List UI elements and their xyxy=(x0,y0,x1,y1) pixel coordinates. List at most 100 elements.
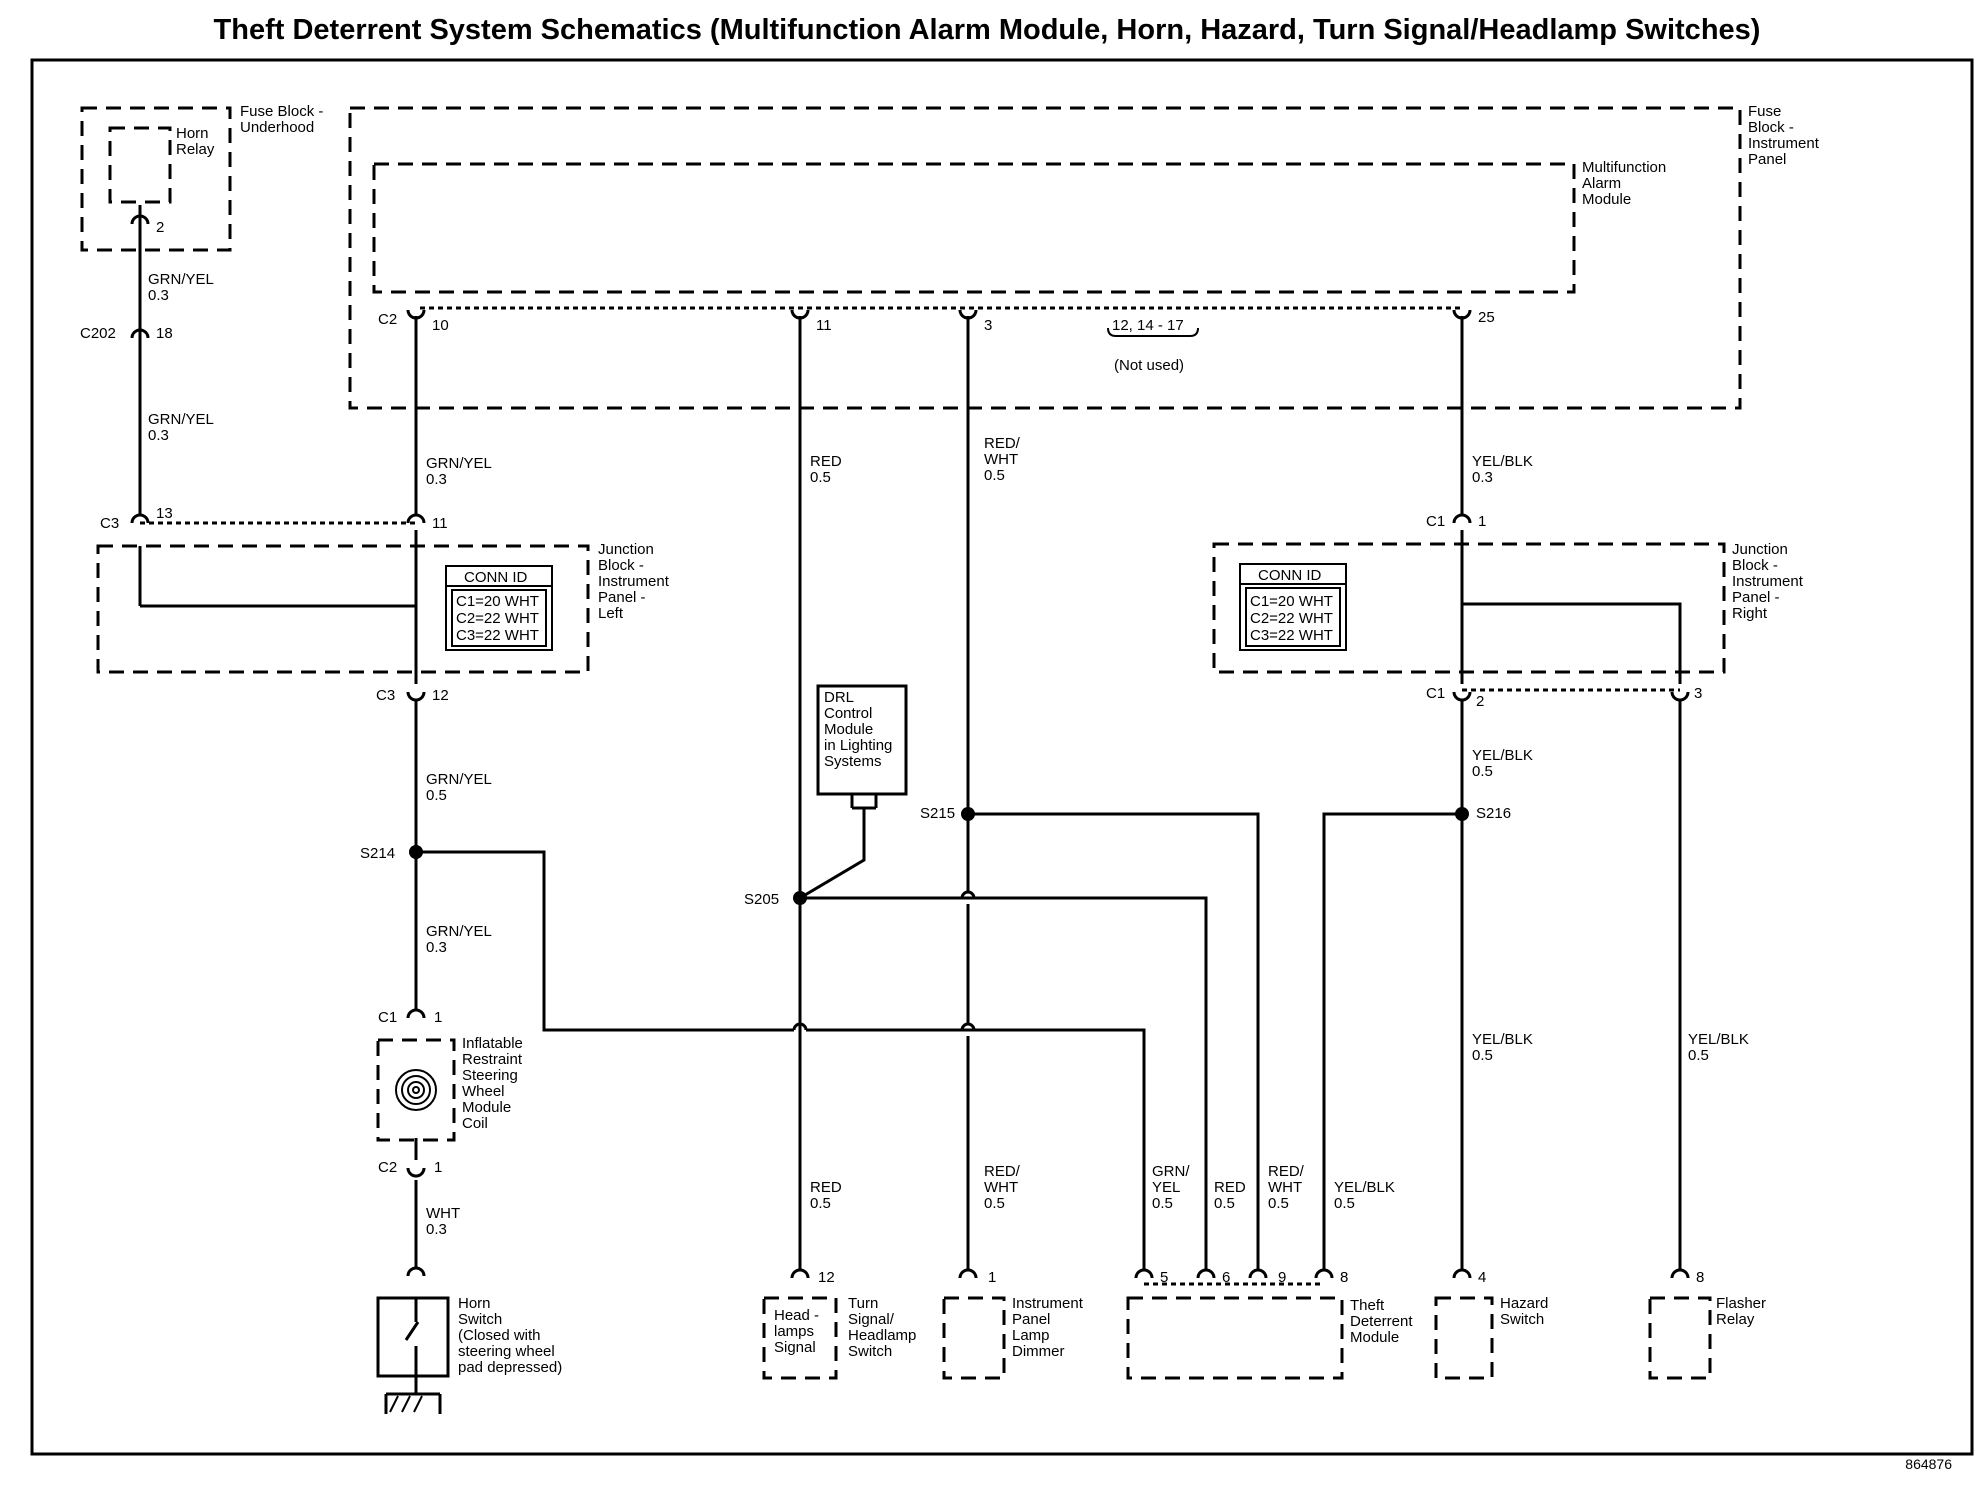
svg-text:12, 14 - 17: 12, 14 - 17 xyxy=(1112,317,1184,334)
junction-block-right-box xyxy=(1212,542,1726,674)
steering-wheel-coil-box xyxy=(376,1038,456,1142)
svg-text:6: 6 xyxy=(1222,1269,1230,1286)
svg-text:8: 8 xyxy=(1696,1269,1704,1286)
fuse-block-ip-box xyxy=(348,106,1742,410)
svg-text:4: 4 xyxy=(1478,1269,1486,1286)
svg-text:2: 2 xyxy=(156,219,164,236)
svg-text:C1: C1 xyxy=(1426,685,1445,702)
svg-text:3: 3 xyxy=(1694,685,1702,702)
svg-text:8: 8 xyxy=(1340,1269,1348,1286)
instrument-panel-dimmer-box xyxy=(942,1296,1006,1380)
svg-text:C202: C202 xyxy=(80,325,116,342)
hazard-switch-box xyxy=(1434,1296,1494,1380)
splice-labels: S214 S205 S215 S216 xyxy=(360,805,1511,908)
conn-id-right-text: CONN ID C1=20 WHT C2=22 WHT C3=22 WHT xyxy=(1250,567,1333,644)
svg-text:12: 12 xyxy=(432,687,449,704)
svg-text:CONN ID: CONN ID xyxy=(1258,567,1322,584)
pin-labels: 2 18 10 11 3 25 13 11 12 1 2 3 1 1 12 1 … xyxy=(156,219,1704,1286)
svg-text:9: 9 xyxy=(1278,1269,1286,1286)
svg-text:1: 1 xyxy=(1478,513,1486,530)
clockspring-coil-icon xyxy=(395,1069,437,1111)
turn-signal-switch-box xyxy=(762,1296,838,1380)
diagram-title: Theft Deterrent System Schematics (Multi… xyxy=(213,14,1761,46)
svg-text:C1=20 WHT: C1=20 WHT xyxy=(456,593,539,610)
svg-text:(Not used): (Not used) xyxy=(1114,357,1184,374)
svg-text:S205: S205 xyxy=(744,891,779,908)
horn-switch-box xyxy=(376,1296,450,1378)
svg-text:C3: C3 xyxy=(100,515,119,532)
junction-block-left-box xyxy=(96,544,590,674)
connector-terminals xyxy=(130,214,1690,1279)
svg-text:2: 2 xyxy=(1476,693,1484,710)
conn-id-table-left xyxy=(445,565,553,651)
svg-text:S214: S214 xyxy=(360,845,395,862)
conn-id-left-text: CONN ID C1=20 WHT C2=22 WHT C3=22 WHT xyxy=(456,569,539,644)
svg-text:C2: C2 xyxy=(378,1159,397,1176)
fuse-block-underhood-box xyxy=(80,106,232,252)
multifunction-alarm-module-box xyxy=(372,162,1576,294)
flasher-relay-box xyxy=(1648,1296,1712,1380)
svg-text:S216: S216 xyxy=(1476,805,1511,822)
svg-text:C2: C2 xyxy=(378,311,397,328)
svg-text:5: 5 xyxy=(1160,1269,1168,1286)
splice-s216 xyxy=(1455,807,1469,821)
splice-s215 xyxy=(961,807,975,821)
horn-relay-box xyxy=(108,126,172,204)
svg-text:C3=22 WHT: C3=22 WHT xyxy=(456,627,539,644)
theft-deterrent-module-box xyxy=(1126,1296,1344,1380)
horn-switch-contact-icon xyxy=(404,1298,420,1376)
svg-text:3: 3 xyxy=(984,317,992,334)
svg-text:18: 18 xyxy=(156,325,173,342)
svg-text:11: 11 xyxy=(432,515,448,532)
splice-s205 xyxy=(793,891,807,905)
svg-text:C1=20 WHT: C1=20 WHT xyxy=(1250,593,1333,610)
svg-text:C2=22 WHT: C2=22 WHT xyxy=(456,610,539,627)
svg-text:12: 12 xyxy=(818,1269,835,1286)
svg-text:1: 1 xyxy=(434,1159,442,1176)
svg-text:1: 1 xyxy=(434,1009,442,1026)
svg-text:C1: C1 xyxy=(378,1009,397,1026)
splice-s214 xyxy=(409,845,423,859)
diagram-frame xyxy=(30,58,1974,1456)
ground-symbol-icon xyxy=(384,1376,442,1414)
fuse-block-underhood-label: Fuse Block -Underhood xyxy=(240,103,323,136)
svg-text:CONN ID: CONN ID xyxy=(464,569,528,586)
not-used-note: 12, 14 - 17 (Not used) xyxy=(1112,317,1184,374)
svg-text:S215: S215 xyxy=(920,805,955,822)
svg-text:C2=22 WHT: C2=22 WHT xyxy=(1250,610,1333,627)
drl-control-module-box xyxy=(816,684,908,796)
conn-id-table-right xyxy=(1239,563,1347,651)
svg-text:1: 1 xyxy=(988,1269,996,1286)
